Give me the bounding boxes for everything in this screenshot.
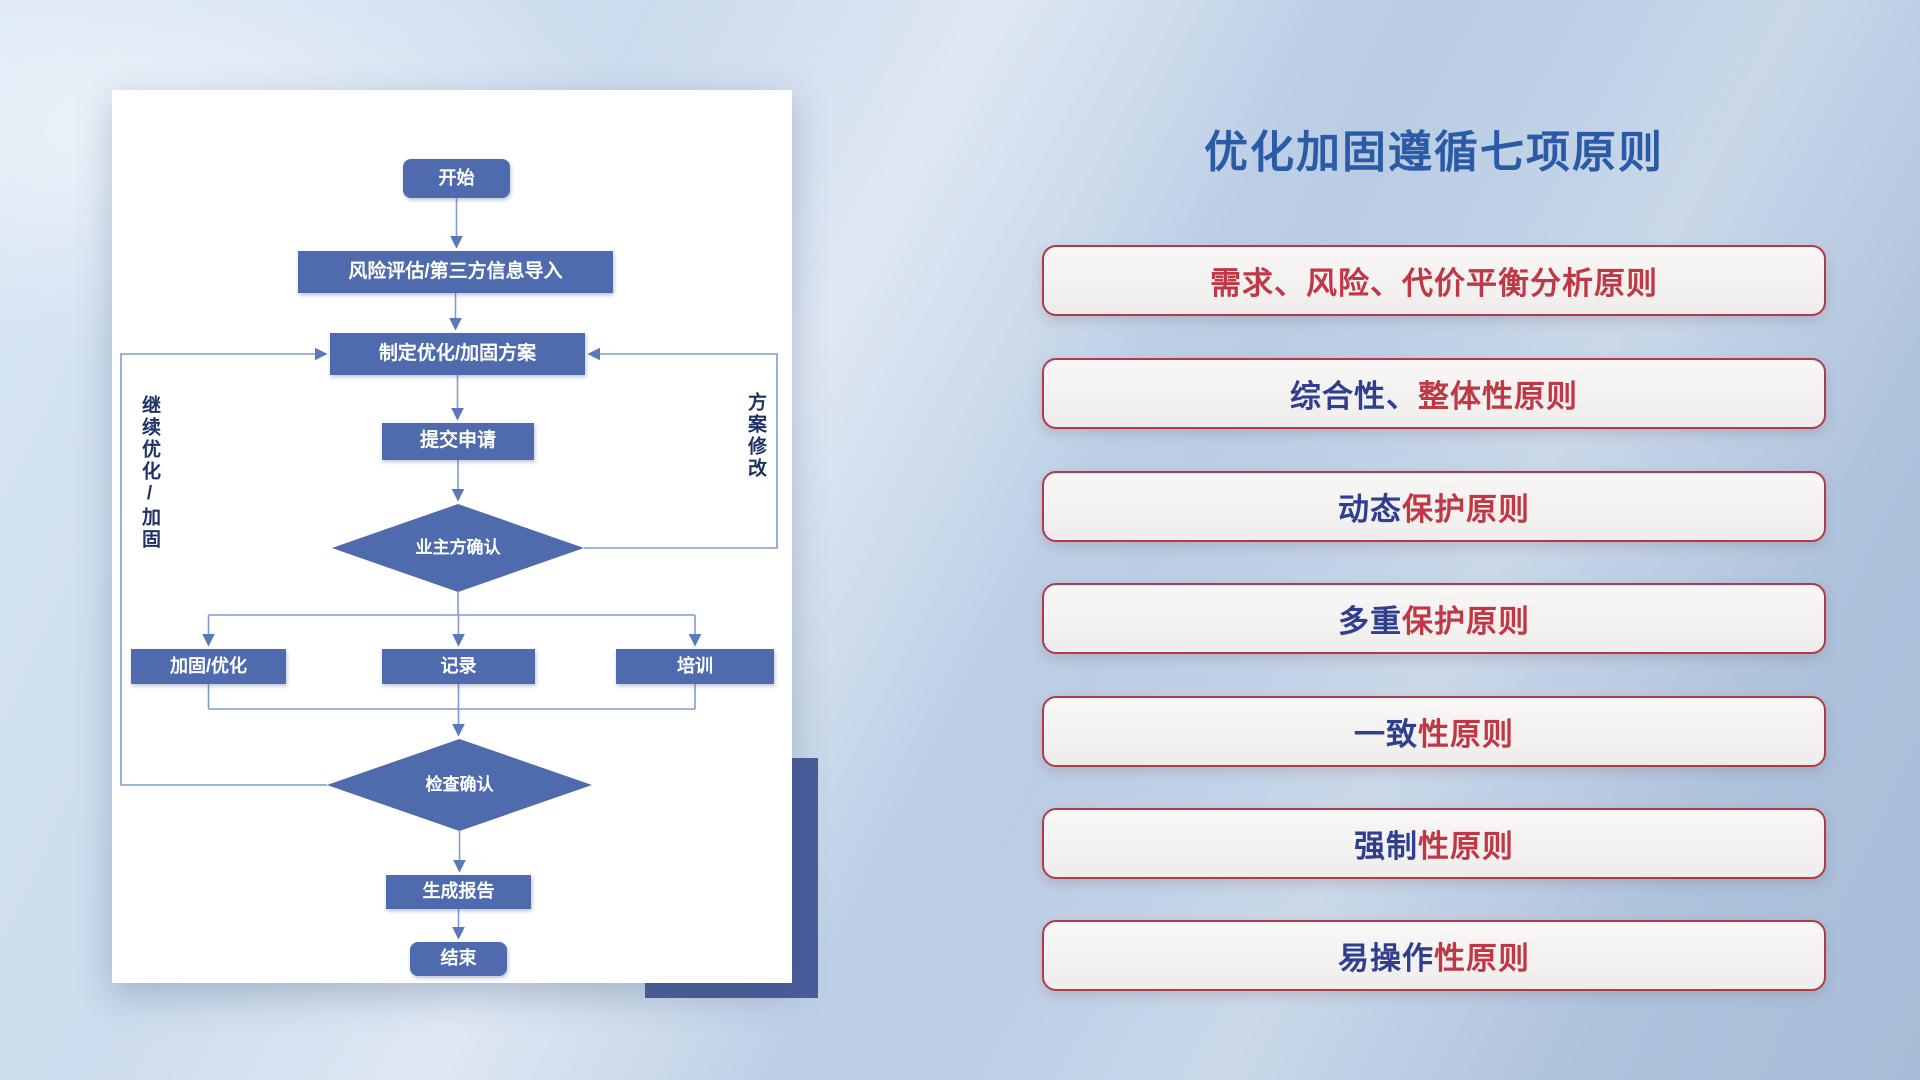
flow-node-start: 开始 [403,159,510,198]
principle-item-6: 强制性原则 [1042,808,1826,879]
principle-item-7: 易操作性原则 [1042,920,1826,991]
principle-item-1: 需求、风险、代价平衡分析原则 [1042,245,1826,316]
flow-node-harden: 加固/优化 [131,649,286,684]
flowchart-card: 开始 风险评估/第三方信息导入 制定优化/加固方案 提交申请 业主方确认 加固/… [112,90,792,983]
principle-text-rest: 保护原则 [1402,604,1530,639]
flow-node-make-plan: 制定优化/加固方案 [330,333,585,375]
principle-text-rest: 需求、风险、代价平衡分析原则 [1210,266,1658,301]
principle-item-4: 多重保护原则 [1042,583,1826,654]
principle-item-5: 一致性原则 [1042,696,1826,767]
principle-text-lead: 一致 [1354,717,1418,752]
flow-node-submit: 提交申请 [382,423,534,460]
loop-label-plan-revise: 方案修改 [745,392,766,480]
loop-label-continue-optimize: 继续优化/加固 [139,395,160,551]
flow-node-report: 生成报告 [386,875,531,909]
principle-text-rest: 性原则 [1418,829,1514,864]
principle-text-rest: 性原则 [1434,941,1530,976]
principle-text-lead: 动态 [1338,492,1402,527]
flow-node-end: 结束 [410,942,507,976]
principle-text-rest: 整体性原则 [1418,379,1578,414]
principle-text-rest: 保护原则 [1402,492,1530,527]
principle-text-lead: 多重 [1338,604,1402,639]
flow-connectors [120,198,778,940]
principle-item-3: 动态保护原则 [1042,471,1826,542]
principle-item-2: 综合性、整体性原则 [1042,358,1826,429]
principle-text-rest: 性原则 [1418,717,1514,752]
principle-text-lead: 强制 [1354,829,1418,864]
page-title: 优化加固遵循七项原则 [1204,128,1664,177]
flow-node-risk-import: 风险评估/第三方信息导入 [298,251,613,293]
flow-node-train: 培训 [616,649,774,684]
principle-text-lead: 综合性、 [1290,379,1418,414]
flow-node-record: 记录 [382,649,535,684]
principle-text-lead: 易操作 [1338,941,1434,976]
